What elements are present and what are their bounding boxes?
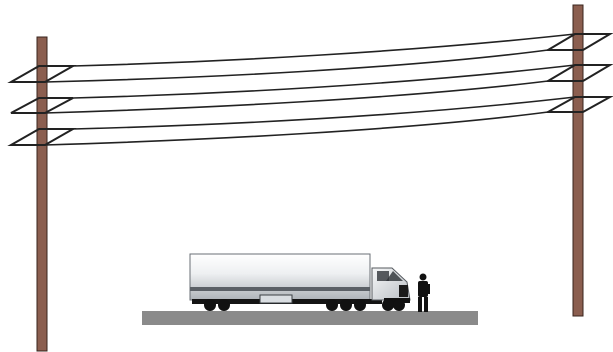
conductor-5 <box>73 97 575 129</box>
wheel-1 <box>204 299 216 311</box>
person-head <box>420 274 427 281</box>
truck-grille <box>399 285 408 297</box>
truck-window <box>377 271 389 281</box>
wheel-5 <box>354 299 366 311</box>
trailer-underbox <box>260 295 292 303</box>
conductor-2 <box>45 50 548 82</box>
left-utility-pole <box>37 37 47 351</box>
truck-trailer <box>190 254 370 300</box>
wheel-4 <box>340 299 352 311</box>
standing-person <box>418 274 430 313</box>
conductor-6 <box>45 112 548 145</box>
wheel-2 <box>218 299 230 311</box>
semi-truck <box>190 254 410 311</box>
wheel-3 <box>326 299 338 311</box>
conductor-1 <box>73 34 575 66</box>
wheel-7 <box>393 299 405 311</box>
wheel-6 <box>382 299 394 311</box>
trailer-bottom-stripe <box>190 287 370 291</box>
person-arm <box>427 284 430 294</box>
right-utility-pole <box>573 5 583 316</box>
road-surface <box>142 311 478 325</box>
person-right-leg <box>424 297 428 312</box>
person-left-leg <box>418 297 422 312</box>
person-body <box>418 281 428 297</box>
